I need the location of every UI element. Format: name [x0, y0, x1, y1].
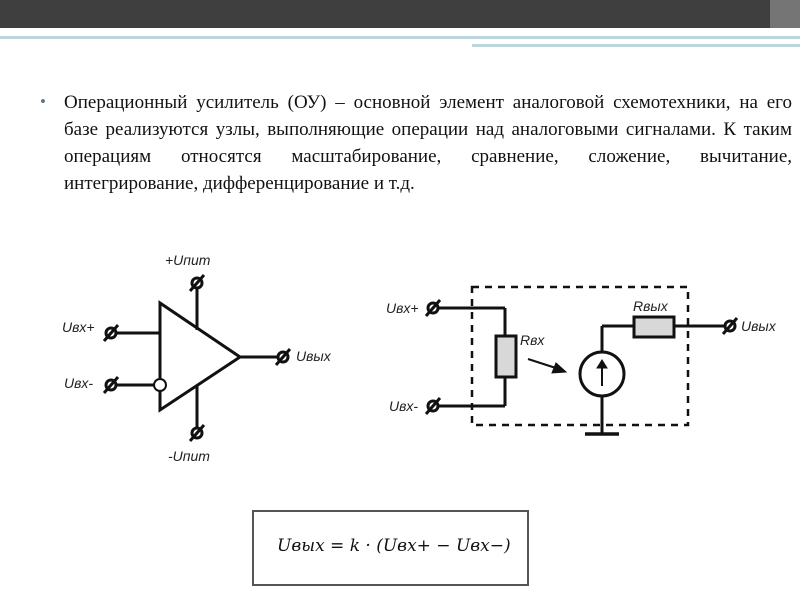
header-stripe — [0, 36, 800, 39]
terminal-in-minus — [102, 376, 120, 394]
model-terminal-in-plus — [424, 299, 442, 317]
header-stripe-short — [472, 44, 800, 47]
bullet-text: Операционный усилитель (ОУ) – основной э… — [64, 92, 792, 194]
model-label-out: Uвых — [741, 318, 777, 334]
model-terminal-in-minus — [424, 397, 442, 415]
model-label-rin: Rвх — [520, 332, 545, 348]
formula-box — [252, 510, 529, 586]
model-terminal-out — [721, 317, 739, 335]
top-bar-corner — [770, 0, 800, 28]
equivalent-model — [424, 285, 739, 436]
control-arrowhead — [551, 362, 568, 374]
label-out: Uвых — [296, 348, 332, 364]
label-vplus: +Uпит — [165, 252, 211, 268]
terminal-vplus — [188, 274, 206, 292]
rout-resistor — [632, 315, 676, 339]
bullet-dot-icon: • — [40, 92, 46, 111]
model-label-rout: Rвых — [633, 298, 669, 314]
model-label-in-plus: Uвх+ — [386, 300, 419, 316]
model-label-in-minus: Uвх- — [389, 398, 418, 414]
opamp-triangle — [158, 300, 243, 413]
label-vminus: -Uпит — [168, 448, 210, 464]
terminal-in-plus — [102, 324, 120, 342]
top-bar — [0, 0, 800, 28]
rin-resistor — [494, 334, 518, 379]
label-in-minus: Uвх- — [64, 375, 93, 391]
inverting-input-circle — [153, 378, 167, 392]
terminal-vminus — [188, 424, 206, 442]
opamp-symbol — [102, 274, 292, 442]
model-boundary — [470, 285, 690, 427]
terminal-out — [274, 348, 292, 366]
label-in-plus: Uвх+ — [62, 319, 95, 335]
current-source-arrowhead — [596, 359, 608, 369]
formula-text: Uвых = k · (Uвх+ − Uвх−) — [277, 536, 511, 556]
